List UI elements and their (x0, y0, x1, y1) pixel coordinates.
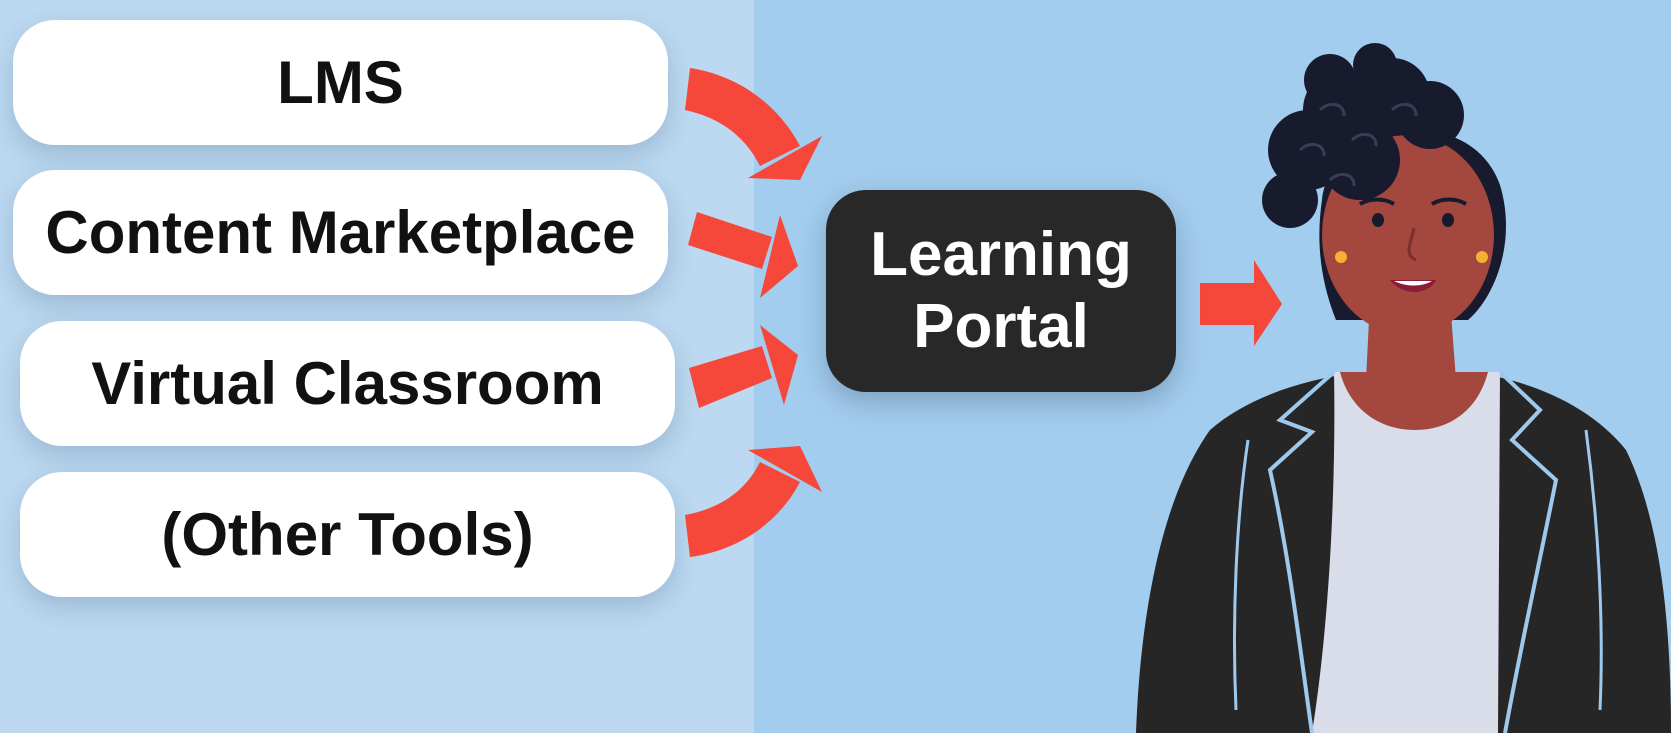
arrow-virtual-classroom-icon (689, 325, 798, 408)
source-label-content-marketplace: Content Marketplace (45, 199, 636, 266)
learning-portal-box: Learning Portal (826, 190, 1176, 392)
arrow-other-tools-icon (685, 446, 822, 557)
portal-label-line1: Learning (870, 220, 1132, 289)
source-label-lms: LMS (277, 49, 404, 116)
source-label-other-tools: (Other Tools) (161, 501, 534, 568)
source-label-virtual-classroom: Virtual Classroom (91, 350, 604, 417)
arrow-content-marketplace-icon (688, 212, 798, 298)
source-box-virtual-classroom: Virtual Classroom (20, 321, 675, 446)
arrow-portal-to-learner-icon (1200, 260, 1282, 346)
source-box-content-marketplace: Content Marketplace (13, 170, 668, 295)
source-box-other-tools: (Other Tools) (20, 472, 675, 597)
arrow-lms-icon (685, 68, 822, 180)
source-box-lms: LMS (13, 20, 668, 145)
learner-person-icon (1136, 43, 1671, 733)
portal-label-line2: Portal (913, 292, 1089, 361)
